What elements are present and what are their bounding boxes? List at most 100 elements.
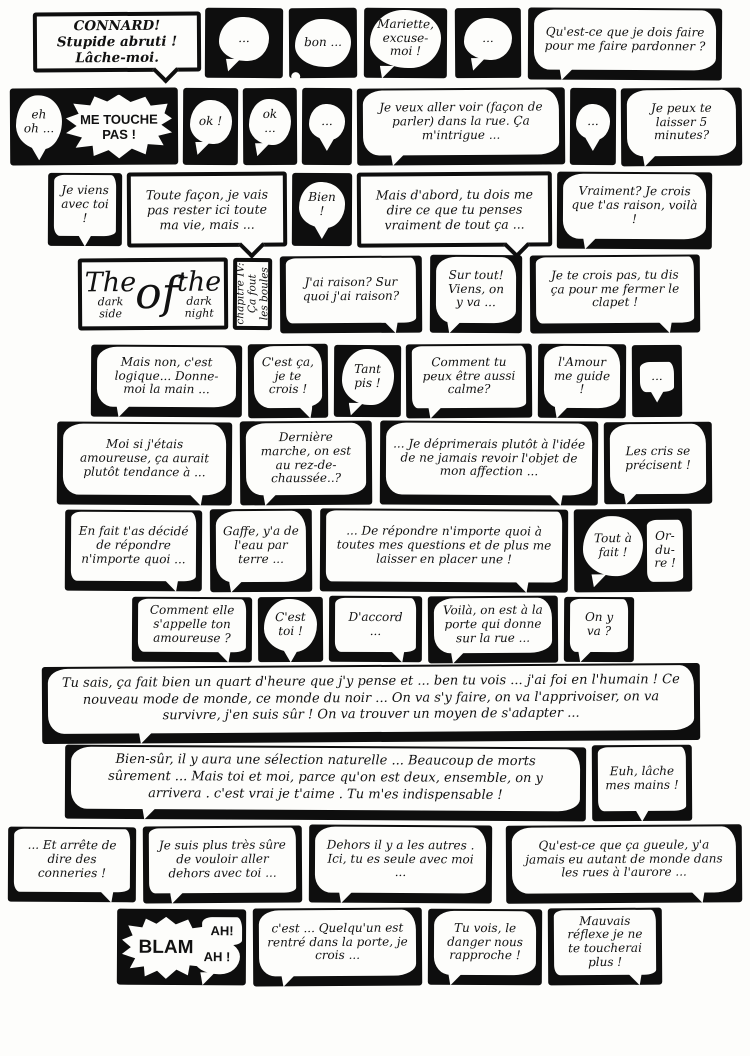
comic-panel: Je viens avec toi ! <box>47 172 123 247</box>
comic-panel: Comment tu peux être aussi calme? <box>405 343 533 419</box>
comic-panel: D'accord ... <box>328 595 423 663</box>
speech-bubble: Les cris se précisent ! <box>609 423 707 494</box>
speech-bubble-text: Je suis plus très sûre de vouloir aller … <box>158 838 286 881</box>
speech-bubble: Bien ! <box>298 181 346 229</box>
title-word: the <box>176 266 222 298</box>
speech-bubble: ... De répondre n'importe quoi à toutes … <box>325 509 563 583</box>
speech-bubble: Qu'est-ce que je dois faire pour me fair… <box>533 9 717 70</box>
comic-panel: Voilà, on est à la porte qui donne sur l… <box>427 595 559 664</box>
speech-bubble-text: J'ai raison? Sur quoi j'ai raison? <box>302 275 400 304</box>
speech-bubble-text: eh oh ... <box>23 107 55 136</box>
speech-bubble: Je veux aller voir (façon de parler) dan… <box>362 88 560 156</box>
speech-bubble: ... <box>308 103 346 141</box>
comic-panel: Sur tout! Viens, on y va ... <box>429 254 523 334</box>
speech-bubble: Mauvais réflexe je ne te toucherai plus … <box>553 909 657 975</box>
speech-bubble: ... <box>639 361 675 392</box>
chapter-line: chapitre IV: <box>233 262 247 325</box>
comic-panel: Bien ! <box>291 172 353 247</box>
comic-panel: eh oh ... ME TOUCHE PAS ! <box>9 87 179 166</box>
comic-panel: Comment elle s'appelle ton amoureuse ? <box>131 596 253 663</box>
comic-panel: Je peux te laisser 5 minutes? <box>620 87 743 167</box>
speech-bubble-text: C'est toi ! <box>275 610 306 639</box>
comic-panel: ... De répondre n'importe quoi à toutes … <box>319 508 569 593</box>
speech-bubble-text: Gaffe, y'a de l'eau par terre ... <box>222 524 299 566</box>
comic-panel: Les cris se précisent ! <box>603 421 713 505</box>
comic-panel: l'Amour me guide ! <box>537 343 627 419</box>
speech-bubble: Dernière marche, on est au rez-de-chauss… <box>245 422 367 495</box>
speech-bubble-text: ... <box>587 114 599 129</box>
speech-bubble-text: Sur tout! Viens, on y va ... <box>448 267 505 310</box>
comic-panel: Moi si j'étais amoureuse, ça aurait plut… <box>56 421 233 506</box>
speech-bubble: Dehors il y a les autres . Ici, tu es se… <box>314 826 487 893</box>
speech-bubble: ... <box>463 17 513 60</box>
speech-bubble-text: ... <box>651 368 663 383</box>
speech-bubble-text: ... De répondre n'importe quoi à toutes … <box>336 523 552 567</box>
title-word: The <box>84 267 137 299</box>
speech-bubble: Moi si j'étais amoureuse, ça aurait plut… <box>62 423 227 495</box>
comic-panel: Tu sais, ça fait bien un quart d'heure q… <box>41 662 701 745</box>
speech-bubble-text: ... Je déprimerais plutôt à l'idée de ne… <box>393 436 586 479</box>
book-title: The dark side of the dark night <box>84 266 222 320</box>
comic-panel: ... <box>454 7 522 79</box>
comic-panel: bon ... <box>288 7 358 79</box>
comic-panel: Vraiment? Je crois que t'as raison, voil… <box>556 171 713 250</box>
comic-panel: ... <box>204 7 284 79</box>
speech-bubble-text: Tu vois, le danger nous rapproche ! <box>447 920 523 963</box>
speech-bubble: ok ... <box>248 98 292 146</box>
chapter-line: les boules <box>257 267 270 321</box>
comic-panel: ... Et arrête de dire des conneries ! <box>7 826 137 903</box>
comic-panel: ... <box>301 87 353 166</box>
comic-panel: BLAM AH! AH ! <box>116 908 247 986</box>
speech-bubble: Tout à fait ! <box>582 515 644 577</box>
speech-bubble: On y va ? <box>569 598 629 652</box>
speech-bubble-text: Qu'est-ce que je dois faire pour me fair… <box>544 24 706 53</box>
speech-bubble: Sur tout! Viens, on y va ... <box>435 256 517 323</box>
speech-bubble-text: Comment elle s'appelle ton amoureuse ? <box>149 603 235 646</box>
speech-bubble: l'Amour me guide ! <box>543 345 621 408</box>
speech-bubble-text: On y va ? <box>584 610 614 639</box>
speech-bubble-text: c'est ... Quelqu'un est rentré dans la p… <box>267 920 408 963</box>
speech-bubble-text: Je te crois pas, tu dis ça pour me ferme… <box>550 267 680 310</box>
comic-panel: J'ai raison? Sur quoi j'ai raison? <box>279 255 423 334</box>
title-of: of <box>135 268 179 320</box>
comic-panel: C'est ça, je te crois ! <box>247 343 329 419</box>
speech-bubble-text: Bien-sûr, il y aura une sélection nature… <box>108 752 543 803</box>
speech-bubble: AH ! <box>193 940 241 975</box>
speech-bubble: J'ai raison? Sur quoi j'ai raison? <box>285 257 417 323</box>
speech-bubble: Vraiment? Je crois que t'as raison, voil… <box>562 173 707 239</box>
speech-bubble: D'accord ... <box>334 597 417 652</box>
speech-bubble-text: Tu sais, ça fait bien un quart d'heure q… <box>61 671 680 724</box>
speech-bubble: Tu sais, ça fait bien un quart d'heure q… <box>47 664 695 734</box>
comic-panel: Tu vois, le danger nous rapproche ! <box>427 908 543 986</box>
speech-tail <box>238 231 266 259</box>
speech-bubble: Mais non, c'est logique... Donne-moi la … <box>96 346 237 407</box>
comic-panel: ok ! <box>182 87 239 166</box>
speech-bubble: Or-du-re ! <box>646 519 684 582</box>
speech-bubble-text: Je veux aller voir (façon de parler) dan… <box>379 99 543 143</box>
speech-bubble-text: Moi si j'étais amoureuse, ça aurait plut… <box>79 437 210 480</box>
speech-bubble: C'est ça, je te crois ! <box>253 345 323 408</box>
speech-bubble-text: ... Et arrête de dire des conneries ! <box>27 838 117 881</box>
speech-bubble-text: Je peux te laisser 5 minutes? <box>650 100 712 143</box>
speech-bubble: Je suis plus très sûre de vouloir aller … <box>148 827 297 893</box>
speech-bubble-text: Vraiment? Je crois que t'as raison, voil… <box>571 184 698 226</box>
comic-panel: Mauvais réflexe je ne te toucherai plus … <box>547 907 663 986</box>
speech-bubble-text: Toute façon, je vais pas rester ici tout… <box>145 186 269 233</box>
comic-panel: On y va ? <box>563 596 635 663</box>
speech-bubble: Voilà, on est à la porte qui donne sur l… <box>433 597 553 653</box>
title-left: The dark side <box>84 267 137 320</box>
speech-bubble-text: Mariette, excuse-moi ! <box>377 16 434 59</box>
speech-bubble-text: Je viens avec toi ! <box>61 183 109 225</box>
comic-panel: Tant pis ! <box>333 344 402 418</box>
comic-panel: Mais d'abord, tu dois me dire ce que tu … <box>356 171 553 259</box>
speech-bubble: C'est toi ! <box>263 598 318 652</box>
comic-panel: Je te crois pas, tu dis ça pour me ferme… <box>529 254 701 334</box>
comic-panel: Je veux aller voir (façon de parler) dan… <box>356 87 566 166</box>
thought-bubble: bon ... <box>294 18 352 68</box>
comic-panel: En fait t'as décidé de répondre n'import… <box>64 509 203 592</box>
comic-panel: Toute façon, je vais pas rester ici tout… <box>126 171 288 259</box>
speech-bubble: Tant pis ! <box>341 348 394 405</box>
speech-bubble: Gaffe, y'a de l'eau par terre ... <box>215 510 307 582</box>
speech-bubble-text: D'accord ... <box>348 609 403 638</box>
speech-bubble: ... Et arrête de dire des conneries ! <box>13 828 131 892</box>
